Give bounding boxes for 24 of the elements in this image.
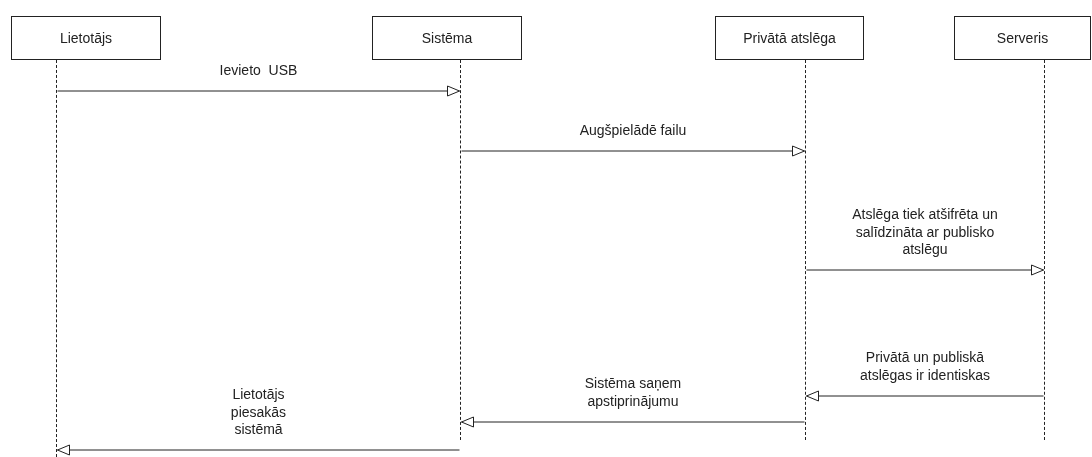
message-label: Augšpielādē failu [578, 121, 688, 139]
message-label: Ievieto USB [218, 61, 299, 79]
lifeline [1044, 60, 1045, 440]
participant-name: Privātā atslēga [743, 30, 836, 46]
message-label: Atslēga tiek atšifrēta un salīdzināta ar publisko atslēgu [851, 205, 999, 258]
participant-box [372, 16, 522, 60]
participant-name: Sistēma [421, 30, 473, 46]
message-arrow [57, 444, 460, 456]
message-arrow [806, 390, 1044, 402]
participant-name: Lietotājs [59, 30, 113, 46]
participant-box [954, 16, 1091, 60]
lifeline [805, 60, 806, 440]
lifeline [56, 60, 57, 457]
message-arrow [461, 145, 805, 157]
participant-name: Serveris [996, 30, 1049, 46]
message-label: Sistēma saņem apstiprinājumu [583, 375, 683, 410]
participant-box [715, 16, 864, 60]
message-arrow [461, 416, 805, 428]
message-arrow [57, 85, 460, 97]
message-arrow [806, 264, 1044, 276]
lifeline [460, 60, 461, 440]
message-label: Privātā un publiskā atslēgas ir identiskas [859, 349, 991, 384]
participant-box [11, 16, 161, 60]
message-label: Lietotājs piesakās sistēmā [229, 385, 288, 438]
